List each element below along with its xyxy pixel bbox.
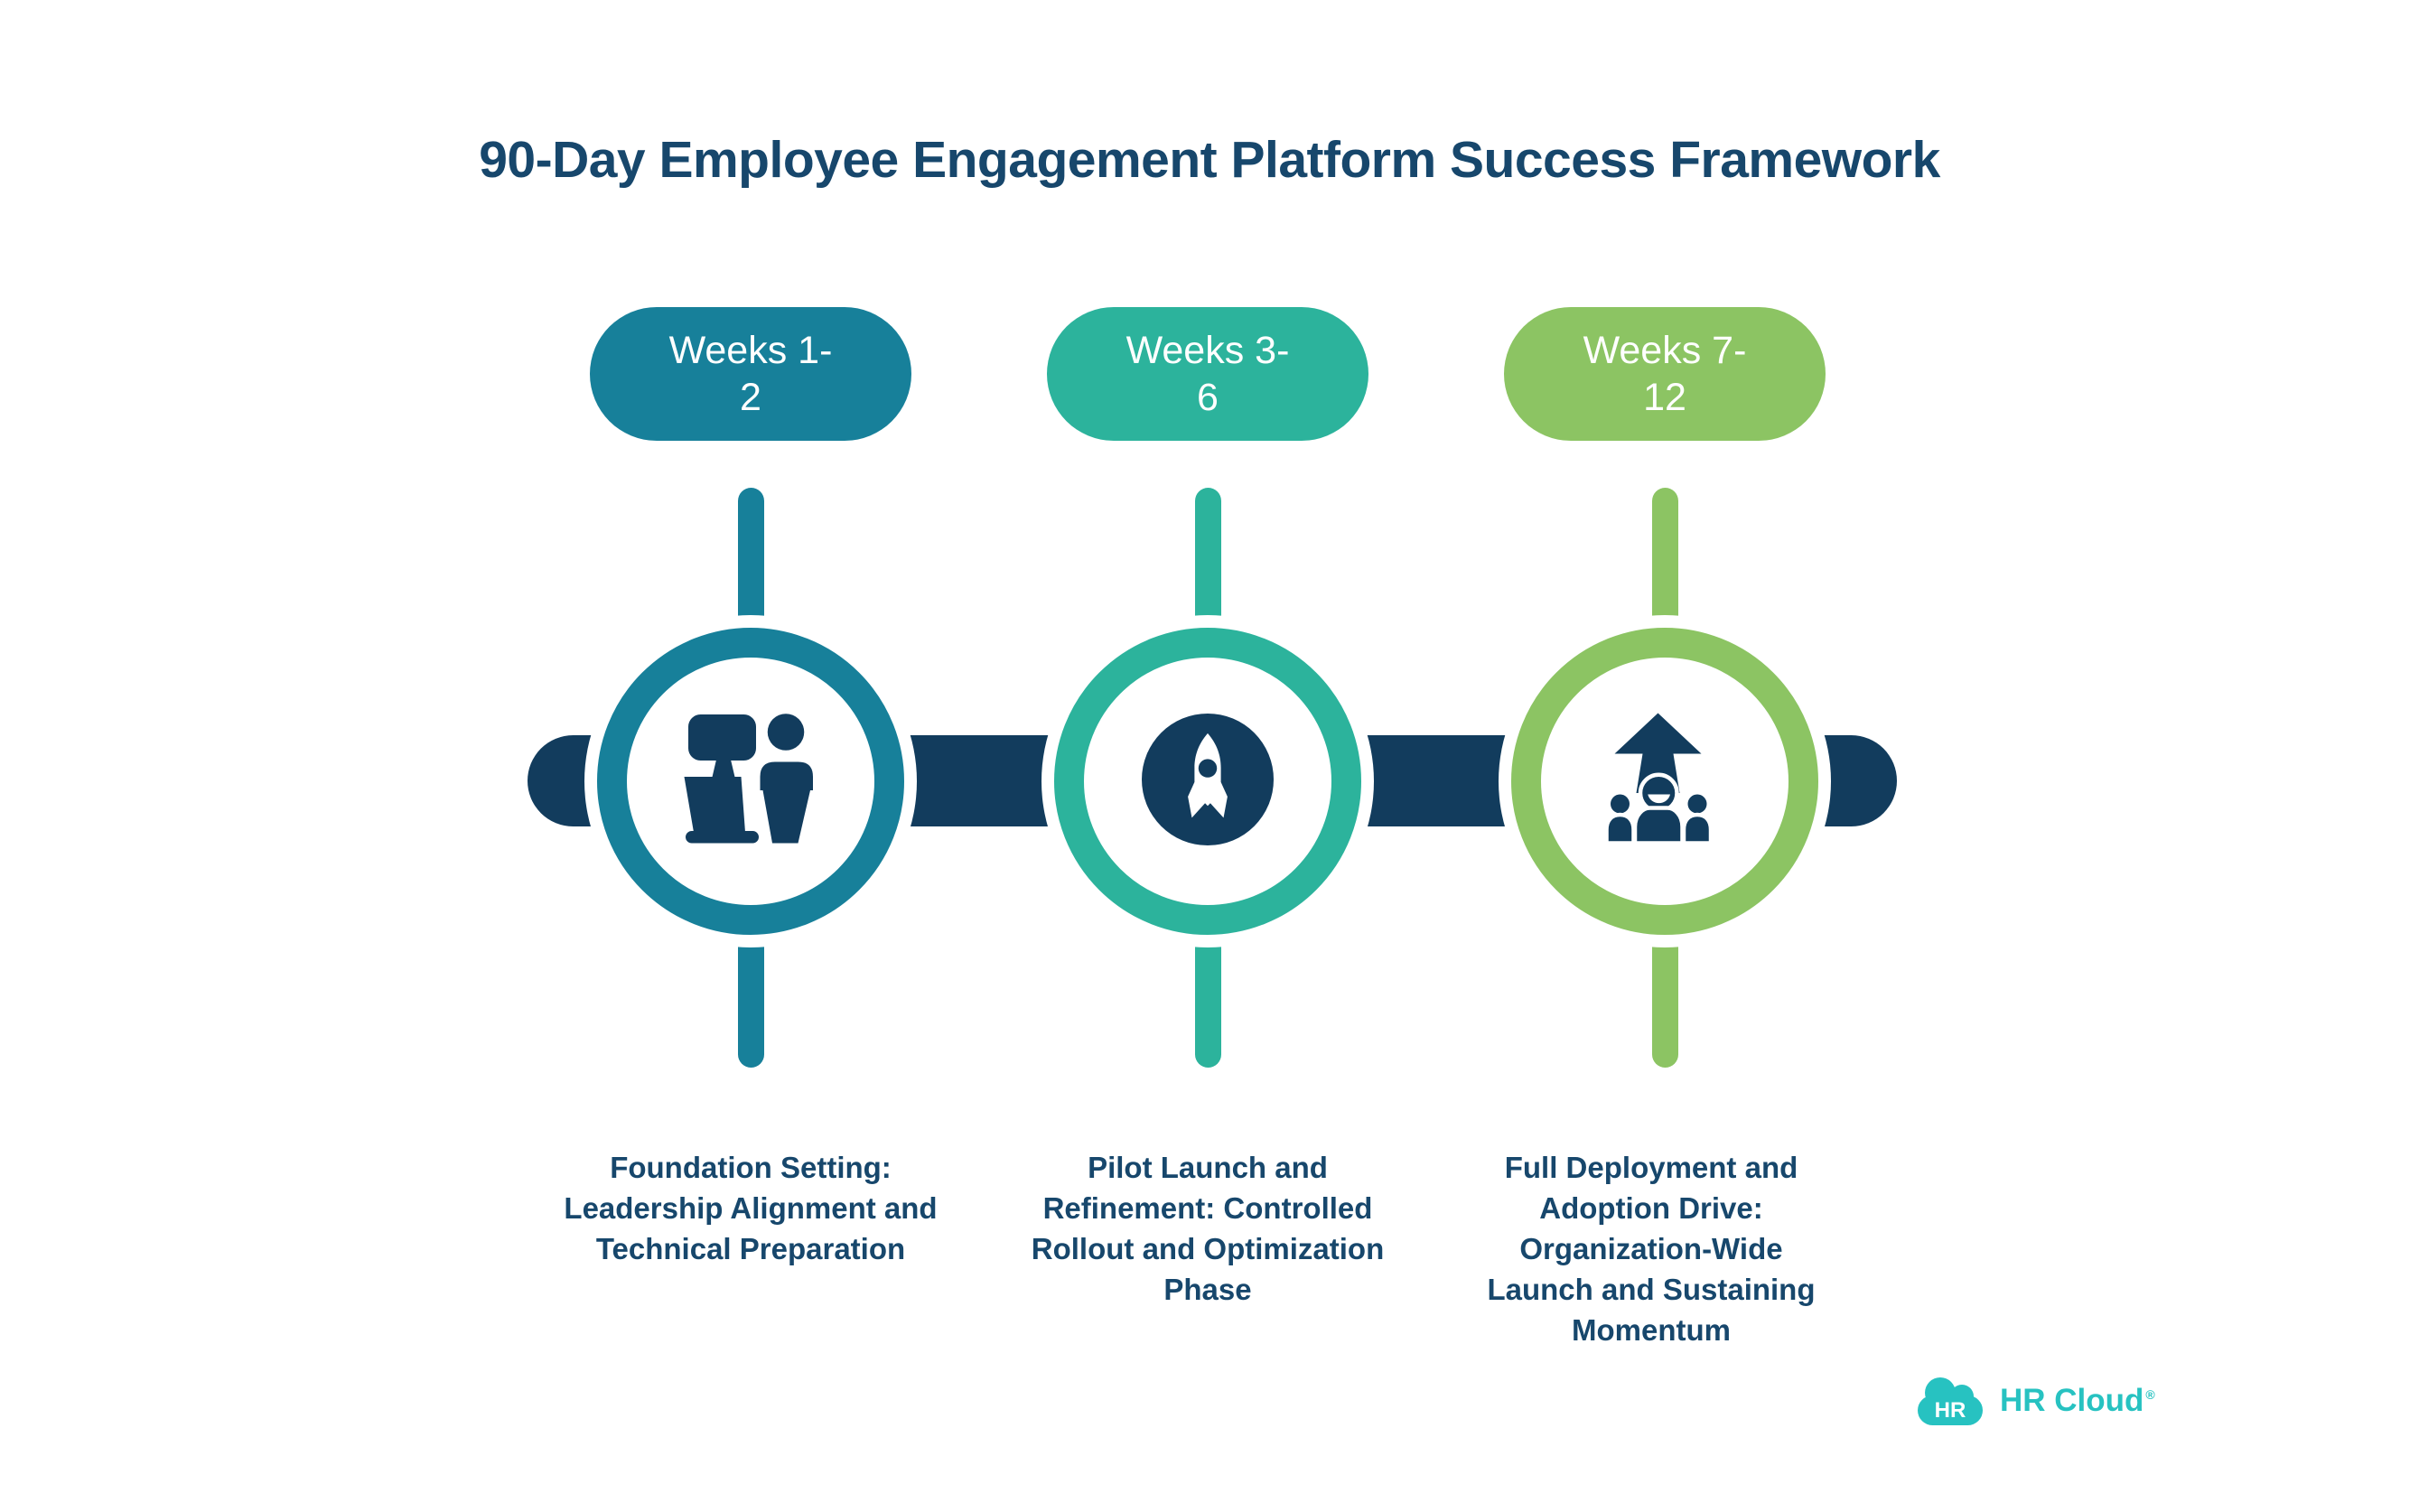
description-line: Phase (1163, 1273, 1252, 1306)
description-line: Leadership Alignment and (564, 1191, 938, 1225)
team-growth-icon (1594, 712, 1730, 847)
description-line: Momentum (1572, 1313, 1731, 1347)
leadership-presentation-icon (683, 712, 818, 847)
rocket-icon-disc (1142, 714, 1274, 845)
hr-cloud-brand-name: HR Cloud® (2000, 1383, 2155, 1418)
pill-label-line: 6 (1197, 376, 1219, 419)
pill-label-line: 2 (740, 376, 761, 419)
description-line: Pilot Launch and (1088, 1151, 1328, 1184)
phase-1-description: Foundation Setting: Leadership Alignment… (534, 1147, 967, 1269)
pill-label-line: Weeks 3- (1125, 329, 1290, 372)
description-line: Rollout and Optimization (1031, 1232, 1385, 1265)
description-line: Launch and Sustaining (1487, 1273, 1816, 1306)
description-line: Foundation Setting: (610, 1151, 892, 1184)
registered-trademark: ® (2145, 1387, 2155, 1403)
phase-3-weeks-pill: Weeks 7- 12 (1504, 307, 1826, 441)
description-line: Organization-Wide (1519, 1232, 1783, 1265)
description-line: Refinement: Controlled (1042, 1191, 1373, 1225)
phase-1-weeks-pill: Weeks 1- 2 (590, 307, 911, 441)
hr-cloud-badge-icon: HR (1918, 1377, 1983, 1425)
hr-cloud-badge-text: HR (1935, 1398, 1966, 1423)
phase-2-description: Pilot Launch and Refinement: Controlled … (991, 1147, 1424, 1310)
description-line: Technical Preparation (595, 1232, 906, 1265)
rocket-launch-icon (1188, 733, 1228, 818)
phase-3-description: Full Deployment and Adoption Drive: Orga… (1434, 1147, 1868, 1350)
phase-2-weeks-pill: Weeks 3- 6 (1047, 307, 1368, 441)
pill-label-line: 12 (1643, 376, 1686, 419)
description-line: Adoption Drive: (1539, 1191, 1763, 1225)
hr-cloud-logo: HR HR Cloud® (1915, 1373, 2155, 1429)
pill-label-line: Weeks 7- (1583, 329, 1747, 372)
description-line: Full Deployment and (1504, 1151, 1798, 1184)
page-title: 90-Day Employee Engagement Platform Succ… (479, 131, 1940, 189)
pill-label-line: Weeks 1- (668, 329, 833, 372)
